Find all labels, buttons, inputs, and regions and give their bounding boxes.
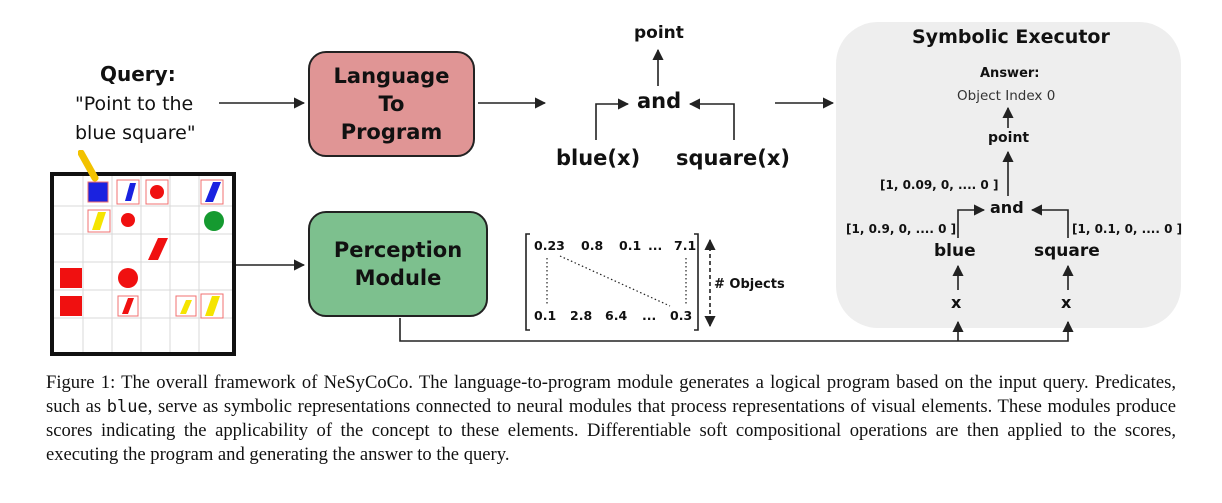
matrix-cell: ... [648,238,663,253]
query-title: Query: [100,62,176,86]
objects-label: # Objects [714,277,785,292]
yellow-parallelogram-shape [180,300,192,314]
yellow-parallelogram-shape [92,212,106,230]
blue-square-shape [87,181,109,203]
executor-point-label: point [988,130,1030,146]
blue-scores: [1, 0.9, 0, .... 0 ] [846,222,957,236]
answer-value: Object Index 0 [957,88,1056,104]
pointer-icon [78,150,99,182]
square-scores: [1, 0.1, 0, .... 0 ] [1072,222,1183,236]
matrix-cell: 2.8 [570,308,593,323]
matrix-cell: 0.1 [534,308,557,323]
caption-part1: Figure 1: The overall framework of NeSyC… [46,372,1176,417]
language-box-line2: To [378,92,405,116]
connector-arrows [219,48,1074,342]
executor-blue-label: blue [934,241,976,261]
program-blue-label: blue(x) [556,146,641,170]
matrix-dots-diagonal [559,255,671,307]
arrow-perception-to-x [399,318,1069,342]
language-to-program-box: Language To Program [308,51,475,157]
arrow-blue-to-and-exec [957,204,986,238]
matrix-cell: 0.23 [534,238,565,253]
yellow-parallelogram-shape [205,296,220,316]
matrix-cell: 0.8 [581,238,604,253]
query-text-line1: "Point to the [75,93,194,115]
perception-box-line1: Perception [333,238,463,262]
red-square-shape [60,268,82,288]
red-circle-shape [118,268,138,288]
executor-x-left: x [951,293,962,312]
matrix-cell: 7.1 [674,238,697,253]
perception-box-line2: Module [354,266,442,290]
arrow-square-to-and-exec [1030,204,1069,238]
arrow-blue-to-and [595,98,630,140]
language-box-line1: Language [333,64,450,88]
matrix-bottom-row: 0.1 2.8 6.4 ... 0.3 [534,308,692,326]
blue-parallelogram-shape [205,182,221,202]
program-and-label: and [637,89,682,113]
executor-square-label: square [1034,241,1100,261]
matrix-right-bracket [694,233,699,331]
perception-module-box: Perception Module [308,211,488,317]
point-scores: [1, 0.09, 0, .... 0 ] [880,178,999,192]
matrix-cell: 0.1 [619,238,642,253]
matrix-cell: 0.3 [670,308,693,323]
language-box-line3: Program [340,120,443,144]
matrix-cell: 6.4 [605,308,628,323]
query-text-line2: blue square" [75,122,196,144]
red-square-shape [60,296,82,316]
green-circle-shape [204,211,224,231]
matrix-cell: ... [642,308,657,323]
caption-code: blue [106,396,148,417]
red-parallelogram-shape [148,238,168,260]
blue-parallelogram-shape [125,183,136,201]
red-circle-shape [150,185,164,199]
executor-and-label: and [990,198,1024,217]
program-point-label: point [634,23,684,43]
matrix-left-bracket [525,233,530,331]
arrow-square-to-and [688,98,735,140]
program-square-label: square(x) [676,146,790,170]
red-circle-shape [121,213,135,227]
matrix-top-row: 0.23 0.8 0.1 ... 7.1 [534,238,696,256]
figure-caption: Figure 1: The overall framework of NeSyC… [46,371,1176,466]
answer-label: Answer: [980,66,1040,81]
caption-part2: , serve as symbolic representations conn… [46,395,1176,465]
executor-x-right: x [1061,293,1072,312]
scene-grid [50,172,236,356]
executor-title: Symbolic Executor [912,26,1110,48]
red-parallelogram-shape [122,298,134,314]
